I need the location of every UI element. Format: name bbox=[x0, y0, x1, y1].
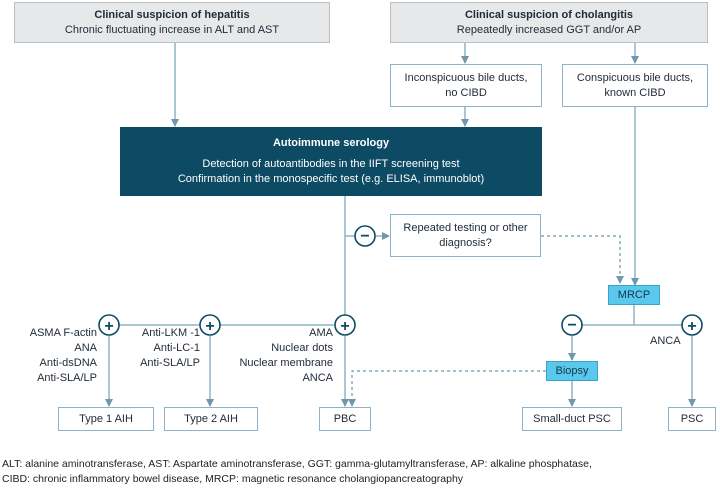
marker-item: ANA bbox=[74, 342, 97, 354]
dashed-repeat-mrcp bbox=[541, 235, 624, 284]
serology-line1: Detection of autoantibodies in the IIFT … bbox=[202, 158, 460, 170]
marker-item: Anti-dsDNA bbox=[39, 357, 97, 369]
dashed-biopsy-pbc bbox=[348, 370, 546, 407]
mrcp-label: MRCP bbox=[617, 289, 651, 301]
plus-circle-psc bbox=[681, 314, 703, 336]
marker-item: Nuclear membrane bbox=[239, 357, 333, 369]
marker-item: Nuclear dots bbox=[271, 342, 333, 354]
outcome-pbc: PBC bbox=[319, 407, 371, 431]
conspicuous-line1: Conspicuous bile ducts, bbox=[576, 72, 694, 84]
marker-item: Anti-LC-1 bbox=[153, 342, 200, 354]
minus-circle-mrcp bbox=[561, 314, 583, 336]
cholangitis-box: Clinical suspicion of cholangitis Repeat… bbox=[390, 2, 708, 43]
plus-circle-type1 bbox=[98, 314, 120, 336]
plus-sign-pbc: + bbox=[340, 318, 349, 335]
marker-item: ASMA F-actin bbox=[29, 327, 97, 339]
minus-sign-serology: − bbox=[360, 228, 369, 245]
inconspicuous-line1: Inconspicuous bile ducts, bbox=[404, 72, 528, 84]
outcome-small-duct-label: Small-duct PSC bbox=[533, 413, 611, 425]
outcome-psc-label: PSC bbox=[680, 413, 704, 425]
hepatitis-title: Clinical suspicion of hepatitis bbox=[94, 9, 250, 21]
minus-circle-serology bbox=[354, 225, 376, 247]
serology-line2: Confirmation in the monospecific test (e… bbox=[177, 173, 485, 185]
plus-circle-pbc bbox=[334, 314, 356, 336]
hepatitis-subtitle: Chronic fluctuating increase in ALT and … bbox=[64, 24, 280, 36]
plus-circle-type2 bbox=[199, 314, 221, 336]
repeat-line1: Repeated testing or other bbox=[403, 222, 528, 234]
biopsy-box: Biopsy bbox=[546, 361, 598, 381]
conspicuous-line2: known CIBD bbox=[604, 87, 666, 99]
abbreviations-footnote: ALT: alanine aminotransferase, AST: Aspa… bbox=[2, 457, 592, 487]
marker-item: Anti-LKM -1 bbox=[141, 327, 200, 339]
hepatitis-box: Clinical suspicion of hepatitis Chronic … bbox=[14, 2, 330, 43]
cholangitis-title: Clinical suspicion of cholangitis bbox=[464, 9, 634, 21]
repeat-testing-box: Repeated testing or other diagnosis? bbox=[390, 214, 541, 257]
outcome-type1-label: Type 1 AIH bbox=[79, 413, 133, 425]
repeat-line2: diagnosis? bbox=[439, 237, 492, 249]
type1-marker-list: ASMA F-actin ANA Anti-dsDNA Anti-SLA/LP bbox=[2, 326, 97, 386]
mrcp-box: MRCP bbox=[608, 285, 660, 305]
outcome-type2-label: Type 2 AIH bbox=[184, 413, 238, 425]
outcome-type1-aih: Type 1 AIH bbox=[58, 407, 154, 431]
plus-sign-type2: + bbox=[205, 318, 214, 335]
outcome-type2-aih: Type 2 AIH bbox=[164, 407, 258, 431]
minus-sign-mrcp: − bbox=[567, 317, 576, 334]
marker-item: AMA bbox=[309, 327, 333, 339]
serology-box: Autoimmune serology Detection of autoant… bbox=[120, 127, 542, 196]
outcome-pbc-label: PBC bbox=[333, 413, 357, 425]
marker-item: Anti-SLA/LP bbox=[140, 357, 200, 369]
marker-item: ANCA bbox=[302, 372, 333, 384]
cholangitis-subtitle: Repeatedly increased GGT and/or AP bbox=[456, 24, 642, 36]
footnote-line2: CIBD: chronic inflammatory bowel disease… bbox=[2, 473, 464, 485]
outcome-small-duct-psc: Small-duct PSC bbox=[522, 407, 622, 431]
plus-sign-type1: + bbox=[104, 318, 113, 335]
plus-sign-psc: + bbox=[687, 318, 696, 335]
footnote-line1: ALT: alanine aminotransferase, AST: Aspa… bbox=[2, 458, 592, 470]
outcome-psc: PSC bbox=[668, 407, 716, 431]
type2-marker-list: Anti-LKM -1 Anti-LC-1 Anti-SLA/LP bbox=[110, 326, 200, 371]
inconspicuous-line2: no CIBD bbox=[445, 87, 487, 99]
anca-label: ANCA bbox=[650, 335, 681, 347]
marker-item: Anti-SLA/LP bbox=[37, 372, 97, 384]
conspicuous-bile-box: Conspicuous bile ducts, known CIBD bbox=[562, 64, 708, 107]
serology-title: Autoimmune serology bbox=[272, 137, 390, 149]
inconspicuous-bile-box: Inconspicuous bile ducts, no CIBD bbox=[390, 64, 542, 107]
anca-marker: ANCA bbox=[650, 334, 681, 349]
biopsy-label: Biopsy bbox=[555, 365, 589, 377]
pbc-marker-list: AMA Nuclear dots Nuclear membrane ANCA bbox=[225, 326, 333, 386]
